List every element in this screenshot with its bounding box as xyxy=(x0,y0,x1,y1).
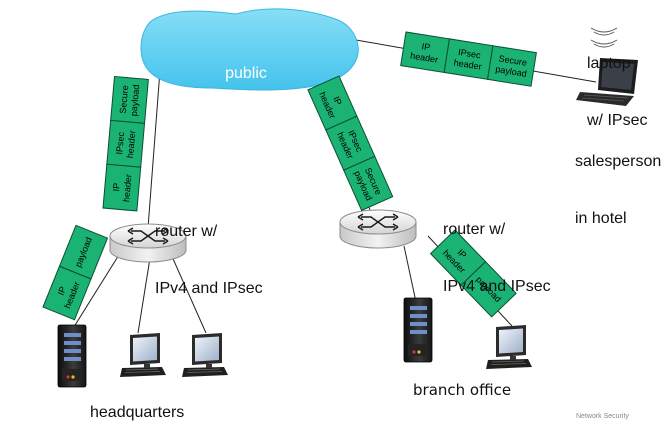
datagram-cell-label: Securepayload xyxy=(118,83,142,116)
router-branch-label-line1: router w/ xyxy=(443,221,506,238)
salesperson-label-line2: in hotel xyxy=(575,210,627,227)
router-branch-label: router w/ IPv4 and IPsec xyxy=(443,182,551,334)
router-hq-label: router w/ IPv4 and IPsec xyxy=(155,184,263,336)
router-branch-label-line2: IPv4 and IPsec xyxy=(443,278,551,295)
wifi-waves-icon xyxy=(590,27,618,48)
server-tower-icon xyxy=(57,324,87,388)
datagram-cell-label: Securepayload xyxy=(495,53,529,79)
headquarters-label: headquarters xyxy=(90,404,185,421)
salesperson-label-line1: salesperson xyxy=(575,153,662,170)
desktop-computer-icon xyxy=(182,333,228,377)
server-tower-icon xyxy=(403,297,433,363)
desktop-computer-icon xyxy=(486,325,532,369)
datagram-cell-label: IPheader xyxy=(110,173,133,203)
salesperson-label: salesperson in hotel xyxy=(575,114,661,266)
link-router-hq-desktop1 xyxy=(137,257,151,334)
datagram-cell xyxy=(343,155,394,212)
link-router-hq-desktop2 xyxy=(169,251,207,334)
wireless-laptop-icon xyxy=(576,27,638,106)
link-router-branch-server xyxy=(403,245,417,303)
secure-datagram-hq-link: IPheader IPsecheader Securepayload xyxy=(102,75,149,212)
datagram-cell xyxy=(58,224,109,280)
secure-datagram-laptop-link: IPheader IPsecheader Securepayload xyxy=(400,31,537,87)
datagram-cell xyxy=(110,75,149,124)
internet-label-line2: Internet xyxy=(218,122,274,139)
datagram-cell-label: IPheader xyxy=(410,40,441,65)
router-icon xyxy=(109,223,187,263)
datagram-cell-label: IPsecheader xyxy=(453,47,484,72)
internet-cloud-label: public Internet xyxy=(206,26,286,178)
router-hq-label-line2: IPv4 and IPsec xyxy=(155,280,263,297)
internet-label-line1: public xyxy=(225,65,267,82)
router-hq-label-line1: router w/ xyxy=(155,223,218,240)
laptop-label: laptop w/ IPsec xyxy=(587,16,647,168)
laptop-label-line2: w/ IPsec xyxy=(587,112,648,129)
internet-cloud-icon xyxy=(140,8,359,91)
datagram-cell xyxy=(460,260,517,318)
link-router-hq-server xyxy=(71,249,123,331)
laptop-label-line1: laptop xyxy=(587,55,631,72)
branch-office-label: branch office xyxy=(413,381,512,399)
router-icon xyxy=(339,209,417,249)
datagram-cell xyxy=(487,45,537,87)
footer-label: Network Security xyxy=(576,413,629,420)
datagram-cell-label: IPsecheader xyxy=(114,129,137,159)
desktop-computer-icon xyxy=(120,333,166,377)
